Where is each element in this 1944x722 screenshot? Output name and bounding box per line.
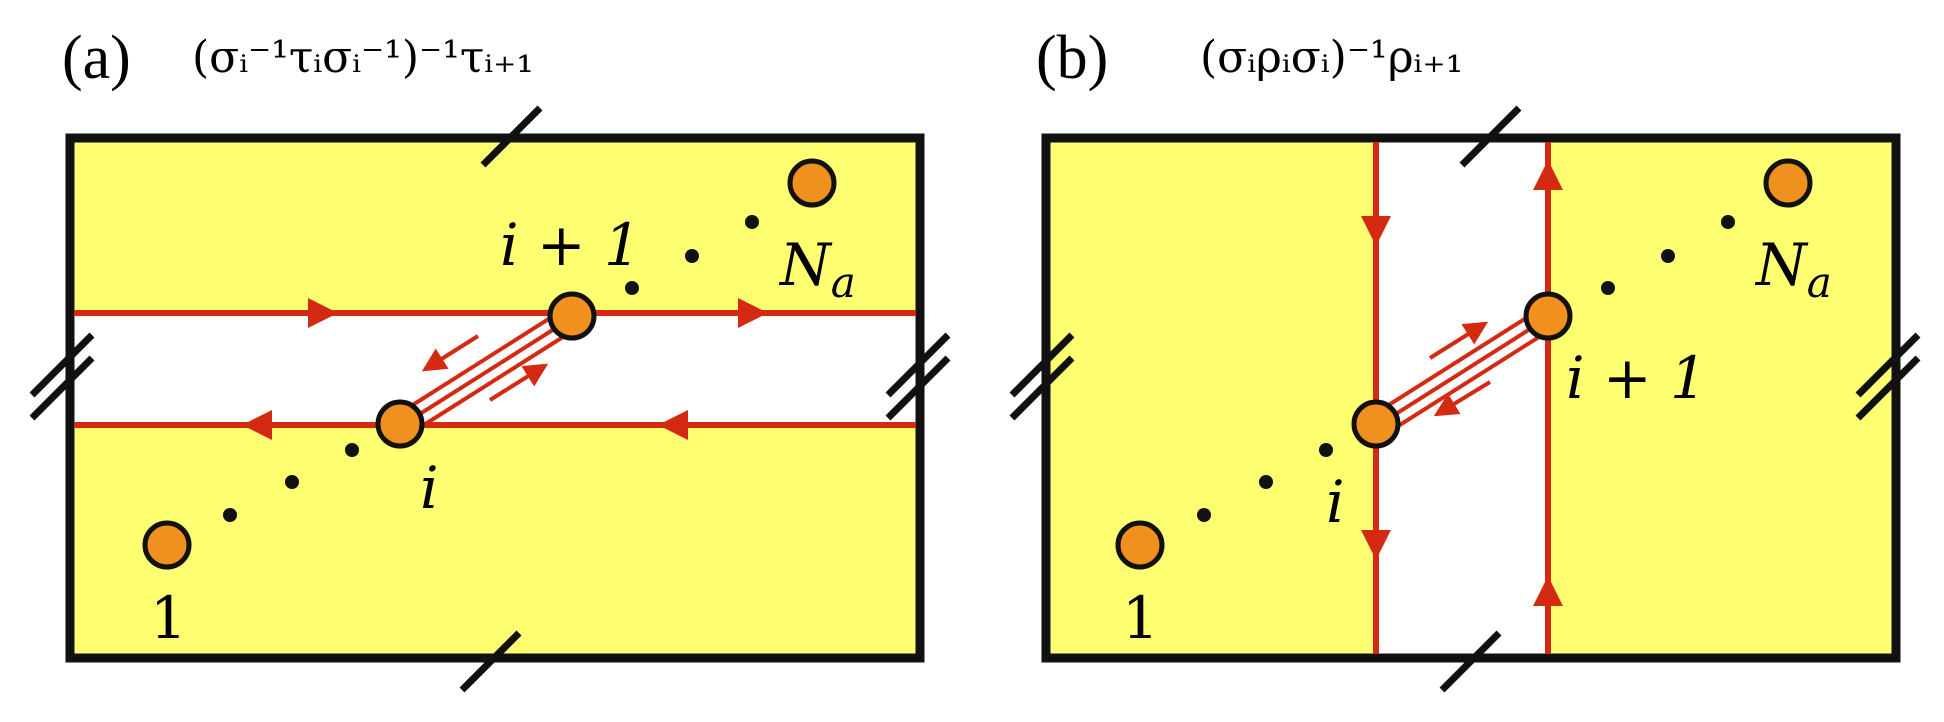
panel-a-arrowhead-icon (738, 298, 768, 328)
panel-b-label-i-plus-1: i + 1 (1566, 344, 1707, 412)
panel-a-label-na-main: N (778, 231, 833, 299)
panel-a-formula: (σᵢ⁻¹τᵢσᵢ⁻¹)⁻¹τᵢ₊₁ (192, 32, 534, 83)
panel-a: (a) (σᵢ⁻¹τᵢσᵢ⁻¹)⁻¹τᵢ₊₁ (29, 24, 951, 693)
panel-a-anyon-na-circle-icon (787, 158, 837, 208)
panel-a-anyon-i-circle-icon (375, 399, 425, 449)
panel-a-arrowhead-icon (242, 410, 272, 440)
panel-a-anyon-i1-circle-icon (547, 291, 597, 341)
panel-a-arrowhead-icon (308, 298, 338, 328)
panel-b-arrowhead-icon (1361, 216, 1391, 246)
panel-b-anyon-i1-circle-icon (1523, 291, 1573, 341)
panel-b-anyon-na-circle-icon (1763, 158, 1813, 208)
panel-b-ellipsis-dots (1197, 215, 1735, 522)
panel-b-anyon-1-circle-icon (1115, 520, 1165, 570)
panel-a-label-1: 1 (150, 584, 187, 652)
panel-a-label: (a) (62, 24, 131, 92)
panel-b-arrowhead-icon (1533, 576, 1563, 606)
panel-a-right-double-slash-icon (885, 332, 951, 421)
panel-a-label-i-plus-1: i + 1 (500, 211, 641, 279)
panel-a-label-i: i (420, 454, 439, 522)
panel-a-anyon-1-circle-icon (142, 520, 192, 570)
panel-a-top-slash-icon (480, 105, 543, 168)
panel-b-label-1: 1 (1122, 584, 1159, 652)
panel-a-left-double-slash-icon (29, 332, 95, 421)
panel-b-exchange-arrow-icon (1433, 380, 1492, 417)
panel-b-left-double-slash-icon (1009, 332, 1075, 421)
panel-a-exchange-arrow-icon (488, 363, 549, 402)
panel-b: (b) (σᵢρᵢσᵢ)⁻¹ρᵢ₊₁ (1009, 24, 1921, 693)
panel-b-label: (b) (1036, 24, 1108, 92)
panel-a-exchange-line (398, 306, 576, 437)
panel-a-label-na: Na (778, 231, 856, 307)
panel-b-formula: (σᵢρᵢσᵢ)⁻¹ρᵢ₊₁ (1200, 32, 1463, 83)
panel-b-right-double-slash-icon (1855, 332, 1921, 421)
panel-b-bottom-slash-icon (1439, 630, 1502, 693)
panel-b-label-na-sub: a (1807, 258, 1832, 307)
panel-b-anyon-i-circle-icon (1351, 399, 1401, 449)
panel-b-top-slash-icon (1459, 105, 1522, 168)
panel-b-label-i: i (1326, 468, 1345, 536)
panel-a-ellipsis-dots (223, 215, 759, 522)
panel-b-arrowhead-icon (1361, 530, 1391, 560)
panel-a-bottom-slash-icon (459, 630, 522, 693)
panel-a-cut-strip (70, 313, 920, 425)
panel-a-arrowhead-icon (658, 410, 688, 440)
panel-a-exchange-arrow-icon (421, 334, 480, 372)
panel-b-label-na: Na (1754, 231, 1832, 307)
panel-b-exchange-line (1374, 306, 1552, 437)
panel-b-label-na-main: N (1754, 231, 1809, 299)
panel-b-arrowhead-icon (1533, 160, 1563, 190)
panel-a-label-na-sub: a (831, 258, 856, 307)
panel-b-exchange-arrow-icon (1428, 321, 1489, 360)
